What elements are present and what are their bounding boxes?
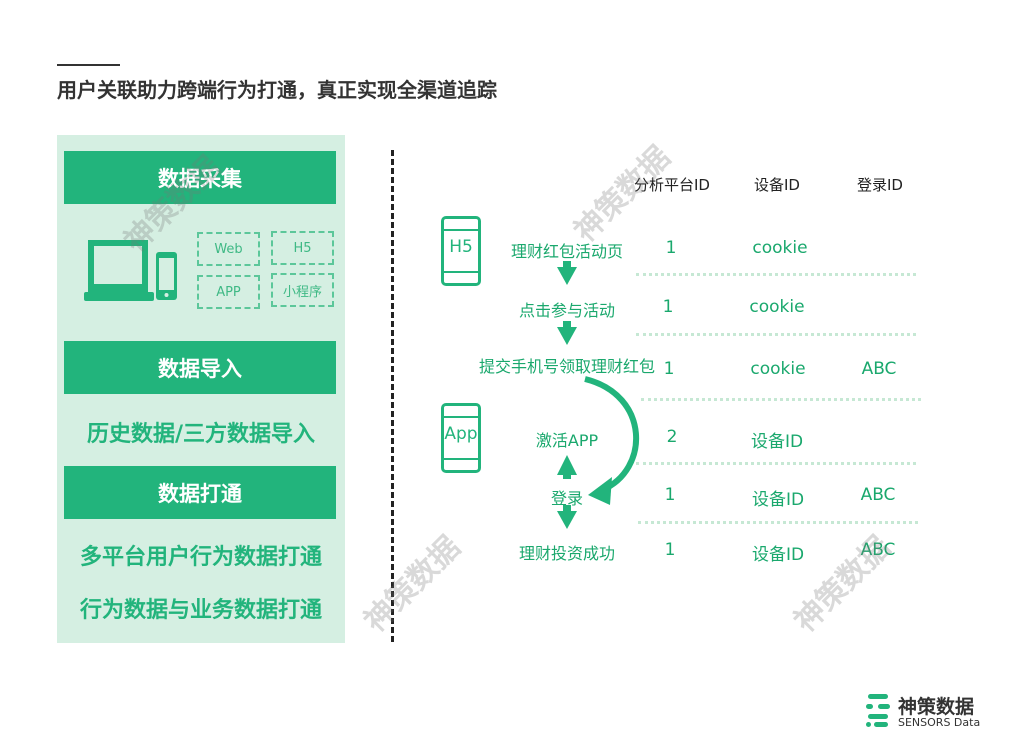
- device-id: 设备ID: [750, 432, 804, 452]
- col-platform-id: 分析平台ID: [634, 176, 710, 194]
- watermark: 神策数据: [357, 529, 468, 640]
- device-id: 设备ID: [751, 545, 805, 565]
- page-title: 用户关联助力跨端行为打通，真正实现全渠道追踪: [57, 78, 497, 102]
- collect-header: 数据采集: [64, 151, 336, 204]
- curved-arrow: [584, 376, 639, 493]
- step-label: 登录: [550, 489, 584, 508]
- arrow-down-icon: [563, 321, 571, 329]
- arrow-down-icon: [563, 261, 571, 269]
- device-id: 设备ID: [751, 490, 805, 510]
- login-id: ABC: [860, 485, 896, 505]
- platform-id: 2: [666, 427, 678, 447]
- platform-id: 1: [665, 238, 677, 258]
- import-text: 历史数据/三方数据导入: [86, 422, 316, 447]
- platform-id: 1: [662, 297, 674, 317]
- step-label: 激活APP: [535, 431, 599, 450]
- arrow-up-icon: [557, 455, 577, 475]
- arrow-down-icon: [563, 505, 571, 513]
- connect-header: 数据打通: [64, 466, 336, 519]
- divider: [391, 150, 394, 642]
- step-label: 理财红包活动页: [510, 242, 624, 261]
- logo-icon: [866, 694, 890, 727]
- channel-h5: H5: [271, 231, 334, 265]
- row-divider: [636, 462, 916, 465]
- col-login-id: 登录ID: [857, 176, 903, 194]
- step-label: 理财投资成功: [518, 544, 616, 563]
- col-device-id: 设备ID: [754, 176, 800, 194]
- platform-id: 1: [664, 485, 676, 505]
- device-id: cookie: [752, 238, 808, 258]
- platform-id: 1: [663, 359, 675, 379]
- import-header: 数据导入: [64, 341, 336, 394]
- step-label: 点击参与活动: [518, 301, 616, 320]
- logo-en: SENSORS Data: [898, 716, 981, 729]
- devices-icon: [84, 240, 177, 301]
- step-label: 提交手机号领取理财红包: [478, 357, 656, 376]
- login-id: ABC: [860, 540, 896, 560]
- channel-app: APP: [197, 275, 260, 309]
- login-id: ABC: [861, 359, 897, 379]
- flow-arrows: [557, 261, 639, 529]
- app-phone-icon: App: [441, 403, 481, 473]
- device-id: cookie: [749, 297, 805, 317]
- row-divider: [641, 398, 921, 401]
- row-divider: [636, 273, 916, 276]
- device-id: cookie: [750, 359, 806, 379]
- platform-id: 1: [664, 540, 676, 560]
- row-divider: [636, 333, 916, 336]
- connect-line-1: 多平台用户行为数据打通: [79, 545, 322, 570]
- h5-phone-icon: H5: [441, 216, 481, 286]
- row-divider: [638, 521, 918, 524]
- channel-web: Web: [197, 232, 260, 266]
- title-rule: [57, 64, 120, 66]
- channel-miniprogram: 小程序: [271, 273, 334, 307]
- logo-cn: 神策数据: [898, 696, 975, 718]
- connect-line-2: 行为数据与业务数据打通: [79, 598, 322, 623]
